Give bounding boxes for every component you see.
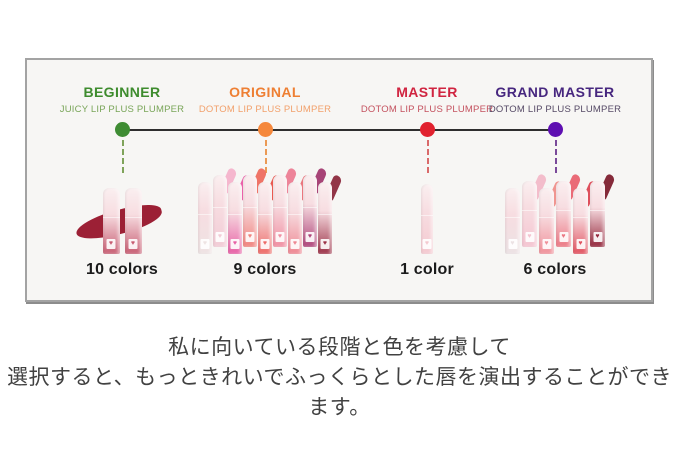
stage-subtitle: DOTOM LIP PLUS PLUMPER [360, 104, 494, 115]
heart-icon: ♥ [260, 239, 270, 249]
heart-icon: ♥ [559, 232, 568, 242]
lip-tube-body: ♥ [273, 175, 287, 247]
heart-icon: ♥ [422, 239, 432, 249]
stage-subtitle: DOTOM LIP PLUS PLUMPER [198, 104, 332, 115]
lip-tube: ♥ [258, 174, 284, 254]
dashed-connector [122, 140, 124, 173]
lip-tube-body: ♥ [505, 188, 520, 254]
lip-tube: ♥ [288, 174, 314, 254]
stage-subtitle: DOTOM LIP PLUS PLUMPER [488, 104, 622, 115]
lip-tube-body: ♥ [102, 188, 120, 254]
heart-icon: ♥ [128, 239, 138, 249]
lip-tube-body: ♥ [590, 181, 605, 247]
stage-subtitle: JUICY LIP PLUS PLUMPER [59, 104, 185, 115]
stage-grand-master: GRAND MASTER DOTOM LIP PLUS PLUMPER ♥♥♥♥… [465, 80, 645, 292]
lip-tube: ♥ [102, 188, 120, 254]
dashed-connector [427, 140, 429, 173]
heart-icon: ♥ [215, 232, 225, 242]
lip-tube: ♥ [318, 174, 344, 254]
lip-tube-body: ♥ [539, 188, 554, 254]
lip-tube-body: ♥ [124, 188, 142, 254]
lip-tube: ♥ [556, 173, 582, 247]
product-image: ♥ ♥ ♥ ♥ ♥ ♥ ♥ ♥ ♥ [175, 167, 355, 254]
lip-tube-body: ♥ [228, 182, 242, 254]
lip-tube: ♥ [421, 184, 433, 254]
dashed-connector [265, 140, 267, 173]
stage-title: BEGINNER [83, 84, 161, 100]
heart-icon: ♥ [593, 232, 602, 242]
product-image: ♥ [337, 176, 517, 254]
dashed-connector [555, 140, 557, 173]
heart-icon: ♥ [320, 239, 330, 249]
heart-icon: ♥ [290, 239, 300, 249]
lip-tube-body: ♥ [213, 175, 227, 247]
caption: 私に向いている段階と色を考慮して 選択すると、もっときれいでふっくらとした唇を演… [0, 333, 679, 423]
lip-tube-body: ♥ [318, 182, 332, 254]
lip-tube: ♥ [539, 180, 565, 254]
heart-icon: ♥ [576, 239, 585, 249]
caption-line-1: 私に向いている段階と色を考慮して [168, 336, 511, 359]
heart-icon: ♥ [200, 239, 210, 249]
lip-tube-body: ♥ [198, 182, 212, 254]
stage-title: GRAND MASTER [495, 84, 615, 100]
timeline-dot [419, 122, 435, 137]
stage-original: ORIGINAL DOTOM LIP PLUS PLUMPER ♥♥♥♥♥♥♥♥… [175, 80, 355, 292]
product-image: ♥ ♥ ♥ ♥ ♥ ♥ [465, 173, 645, 254]
heart-icon: ♥ [525, 232, 534, 242]
timeline-line [122, 129, 555, 131]
progression-panel: BEGINNER JUICY LIP PLUS PLUMPER ♥♥ 10 co… [25, 58, 653, 302]
lip-tube: ♥ [273, 167, 299, 247]
stage-title: MASTER [396, 84, 458, 100]
color-count-label: 1 color [400, 261, 454, 278]
timeline-dot [257, 122, 273, 137]
timeline-dot [547, 122, 563, 137]
lip-tube: ♥ [522, 173, 548, 247]
product-image: ♥♥ [32, 176, 212, 254]
lip-tube: ♥ [198, 182, 212, 254]
lip-tube-body: ♥ [556, 181, 571, 247]
lip-tube-body: ♥ [303, 175, 317, 247]
lip-tube: ♥ [213, 167, 239, 247]
heart-icon: ♥ [245, 232, 255, 242]
stage-beginner: BEGINNER JUICY LIP PLUS PLUMPER ♥♥ 10 co… [32, 80, 212, 292]
lip-tube: ♥ [303, 167, 329, 247]
color-count-label: 9 colors [233, 261, 297, 278]
heart-icon: ♥ [230, 239, 240, 249]
stage-title: ORIGINAL [229, 84, 301, 100]
heart-icon: ♥ [106, 239, 116, 249]
lip-tube: ♥ [124, 188, 142, 254]
lip-tube-body: ♥ [573, 188, 588, 254]
lip-tube-body: ♥ [243, 175, 257, 247]
lip-tube: ♥ [590, 173, 616, 247]
heart-icon: ♥ [508, 239, 517, 249]
lip-tube-body: ♥ [258, 182, 272, 254]
lip-tube-body: ♥ [288, 182, 302, 254]
color-count-label: 6 colors [523, 261, 587, 278]
lip-tube: ♥ [505, 188, 520, 254]
lip-tube: ♥ [573, 180, 599, 254]
heart-icon: ♥ [305, 232, 315, 242]
lip-tube: ♥ [243, 167, 269, 247]
color-count-label: 10 colors [85, 261, 159, 278]
caption-line-2: 選択すると、もっときれいでふっくらとした唇を演出することができます。 [6, 366, 673, 419]
timeline-dot [114, 122, 130, 137]
stage-master: MASTER DOTOM LIP PLUS PLUMPER ♥ 1 color [337, 80, 517, 292]
heart-icon: ♥ [275, 232, 285, 242]
lip-tube-body: ♥ [421, 184, 433, 254]
lip-tube: ♥ [228, 174, 254, 254]
lip-tube-body: ♥ [522, 181, 537, 247]
heart-icon: ♥ [542, 239, 551, 249]
